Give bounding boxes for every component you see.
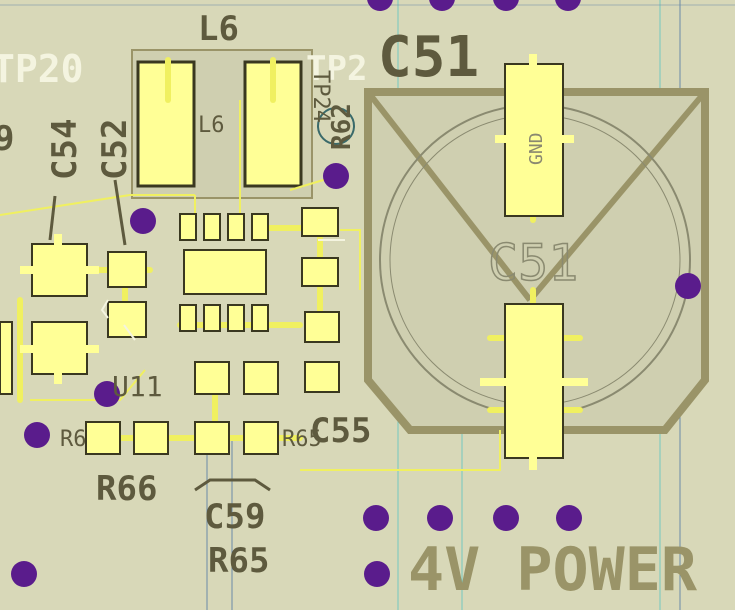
via-dot-icon (493, 505, 519, 531)
silkscreen-white (100, 239, 345, 341)
label-tp20: TP20 (0, 47, 84, 91)
label-tp24: TP24 (308, 70, 333, 123)
via-dot-icon (94, 381, 120, 407)
via-dot-icon (429, 0, 455, 11)
label-r65: R65 (208, 541, 269, 581)
via-dot-icon (364, 561, 390, 587)
via-dot-icon (556, 505, 582, 531)
via-dot-icon (363, 505, 389, 531)
label-r6-partial: R6 (60, 427, 87, 452)
label-r65-small: R65 (282, 427, 322, 452)
label-tp2-partial: TP2 (306, 49, 367, 89)
via-dot-icon (367, 0, 393, 11)
c51-footprint (364, 88, 709, 434)
label-power: 4V POWER (408, 535, 698, 605)
pad-stubs (20, 54, 588, 470)
via-dot-icon (323, 163, 349, 189)
via-dot-icon (427, 505, 453, 531)
vias (11, 0, 701, 587)
label-c59: C59 (204, 497, 265, 537)
label-left-partial: 9 (0, 119, 14, 159)
label-c55: C55 (310, 411, 371, 451)
via-dot-icon (493, 0, 519, 11)
via-dot-icon (675, 273, 701, 299)
via-dot-icon (24, 422, 50, 448)
smd-pads (0, 63, 564, 459)
via-dot-icon (555, 0, 581, 11)
label-l6-inner: L6 (198, 113, 225, 138)
label-c51-outline: C51 (488, 234, 578, 292)
label-c51-big: C51 (378, 25, 479, 90)
silkscreen-dark (48, 179, 271, 492)
label-u11: U11 (112, 370, 163, 403)
label-r66: R66 (96, 469, 157, 509)
via-dot-icon (130, 208, 156, 234)
via-dot-icon (11, 561, 37, 587)
label-l6-top: L6 (198, 9, 239, 49)
thin-traces (0, 100, 501, 471)
label-c54: C54 (45, 119, 85, 180)
r62-marker-icon (317, 107, 355, 145)
label-c52: C52 (95, 119, 135, 180)
label-r62: R62 (327, 103, 357, 150)
pad-label-gnd: GND (526, 132, 547, 165)
